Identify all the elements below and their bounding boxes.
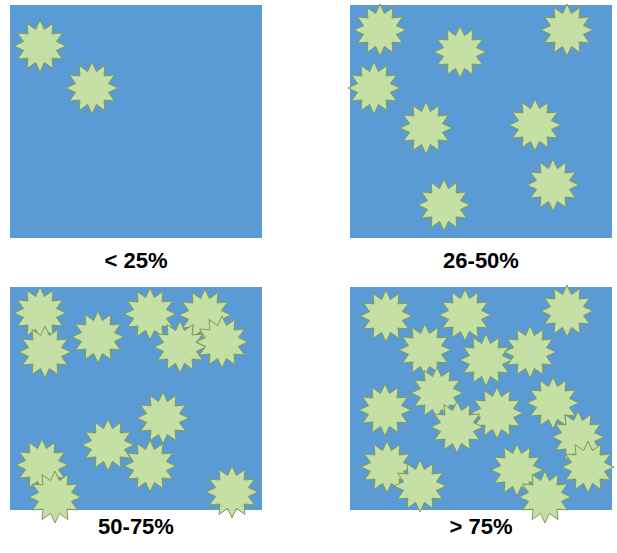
coverage-label: > 75% xyxy=(350,514,612,540)
coverage-label: 50-75% xyxy=(10,514,262,540)
panel-low xyxy=(350,5,612,238)
coverage-label: < 25% xyxy=(10,248,262,274)
panel-sparse xyxy=(10,5,262,238)
starbursts xyxy=(14,4,614,523)
coverage-label: 26-50% xyxy=(350,248,612,274)
